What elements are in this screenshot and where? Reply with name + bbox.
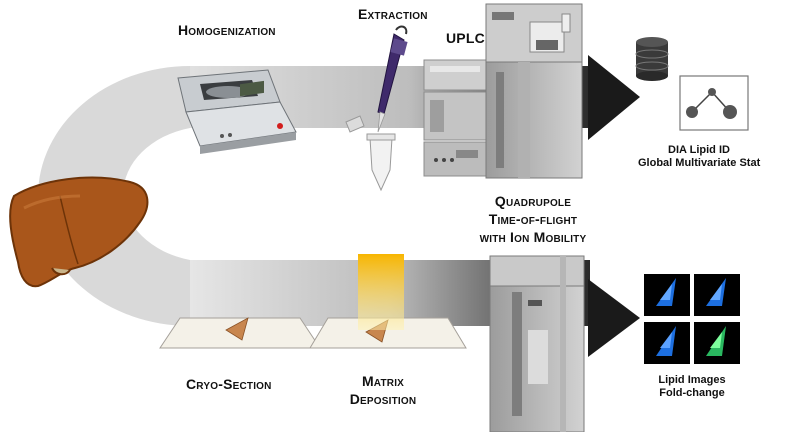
label-dia-line1: DIA Lipid ID [668,144,730,156]
label-uplc: UPLC [446,30,485,46]
label-dia-line2: Global Multivariate Stat [638,157,761,169]
label-quadrupole-line2: Time-of-flight [488,211,578,227]
label-quadrupole-line1: Quadrupole [494,193,572,209]
database-icon [635,37,669,81]
centrifuge-tube-icon [345,115,396,192]
pipette-icon [377,25,408,133]
label-dia: DIA Lipid ID Global Multivariate Stat [638,144,760,170]
label-quadrupole: Quadrupole Time-of-flight with Ion Mobil… [462,192,604,246]
homogenizer-instrument-icon [177,69,297,154]
label-matrix-deposition: Matrix Deposition [340,372,426,408]
lipid-image-tile-icon [694,274,740,316]
label-homogenization: Homogenization [178,22,276,38]
uplc-instrument-icon [423,59,487,177]
label-matrix-line1: Matrix [361,373,405,389]
lipid-image-tile-icon [644,322,690,364]
label-matrix-line2: Deposition [349,391,417,407]
liver-icon [9,176,149,288]
label-extraction: Extraction [358,6,428,22]
glass-slide-icon [159,317,321,349]
label-quadrupole-line3: with Ion Mobility [479,229,587,245]
lipid-image-grid [644,274,740,364]
label-lipid-line2: Fold-change [659,387,725,399]
lipid-image-tile-icon [644,274,690,316]
mass-spectrometer-icon [489,255,585,432]
arrow-bottom-head [588,279,640,357]
label-cryo-section: Cryo-Section [186,376,272,392]
matrix-spray-beam-icon [358,254,404,330]
lipid-image-tile-icon [694,322,740,364]
mass-spectrometer-icon [485,3,583,179]
arrow-top-head [588,55,640,140]
network-graph-icon [679,75,749,131]
label-lipid-images: Lipid Images Fold-change [642,374,742,400]
label-lipid-line1: Lipid Images [658,374,726,386]
